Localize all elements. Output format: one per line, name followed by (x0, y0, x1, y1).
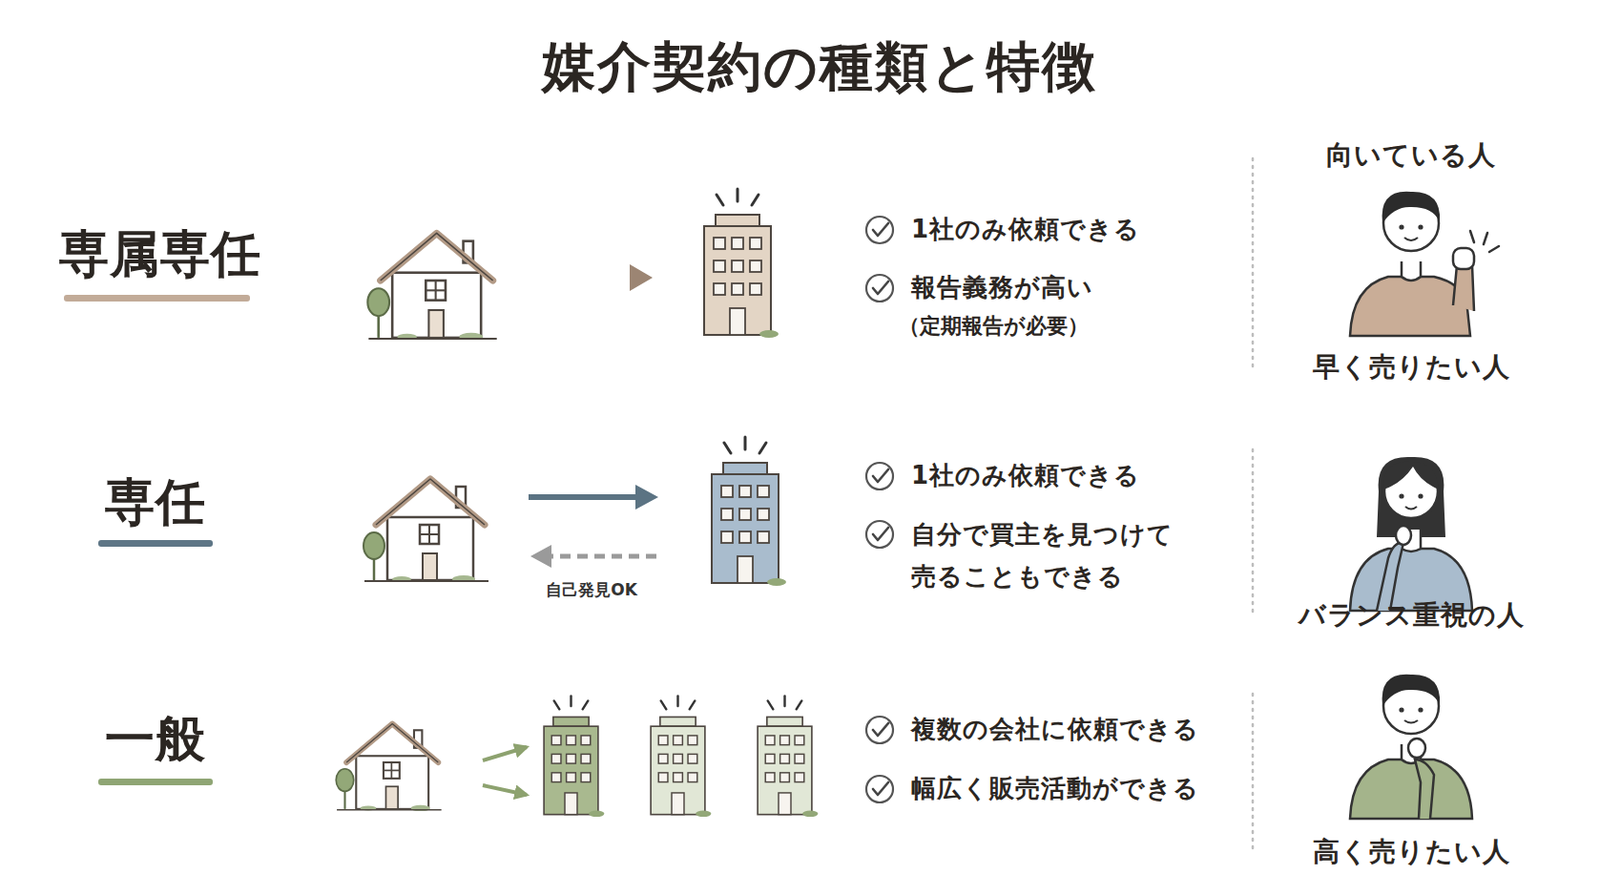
check-icon (866, 216, 894, 244)
row-underline (98, 778, 213, 786)
arrow-label: 自己発見OK (545, 579, 638, 601)
building-icon (711, 436, 787, 586)
person-caption: 高く売りたい人 (1312, 834, 1511, 870)
row-underline (63, 294, 250, 302)
check-icon (866, 462, 894, 490)
row-title: 一般 (104, 706, 207, 772)
title: 媒介契約の種類と特徴 (541, 32, 1098, 103)
column-heading: 向いている人 (1326, 138, 1497, 173)
arrow (528, 484, 659, 510)
dashed-arrow (530, 544, 657, 568)
feature-text: 自分で買主を見つけて 売ることもできる (911, 513, 1175, 598)
divider (1251, 158, 1255, 852)
row-title: 専属専任 (59, 222, 262, 288)
building-icon (543, 696, 604, 818)
row-underline (98, 540, 213, 547)
person-caption: 早く売りたい人 (1312, 350, 1511, 385)
house-icon (335, 724, 441, 812)
building-icon (704, 188, 779, 338)
arrow (547, 264, 653, 291)
house-icon (367, 232, 497, 341)
feature-note: （定期報告が必要） (898, 312, 1089, 341)
person-caption: バランス重視の人 (1298, 598, 1525, 633)
building-icon (757, 696, 818, 818)
feature-text: 1社のみ依頼できる (911, 459, 1141, 493)
person-figure (1350, 457, 1473, 611)
feature-text: 1社のみ依頼できる (911, 213, 1141, 247)
feature-text: 報告義務が高い (911, 271, 1094, 305)
check-icon (866, 716, 894, 744)
building-icon (650, 696, 711, 818)
check-icon (866, 520, 894, 548)
row-title: 専任 (104, 470, 207, 536)
check-icon (866, 775, 894, 803)
arrow (482, 785, 527, 795)
house-icon (363, 478, 489, 583)
person-figure (1350, 191, 1499, 336)
check-icon (866, 274, 894, 302)
feature-text: 幅広く販売活動ができる (911, 772, 1200, 806)
arrow (482, 747, 527, 761)
feature-text: 複数の会社に依頼できる (911, 713, 1200, 747)
person-figure (1350, 674, 1473, 819)
